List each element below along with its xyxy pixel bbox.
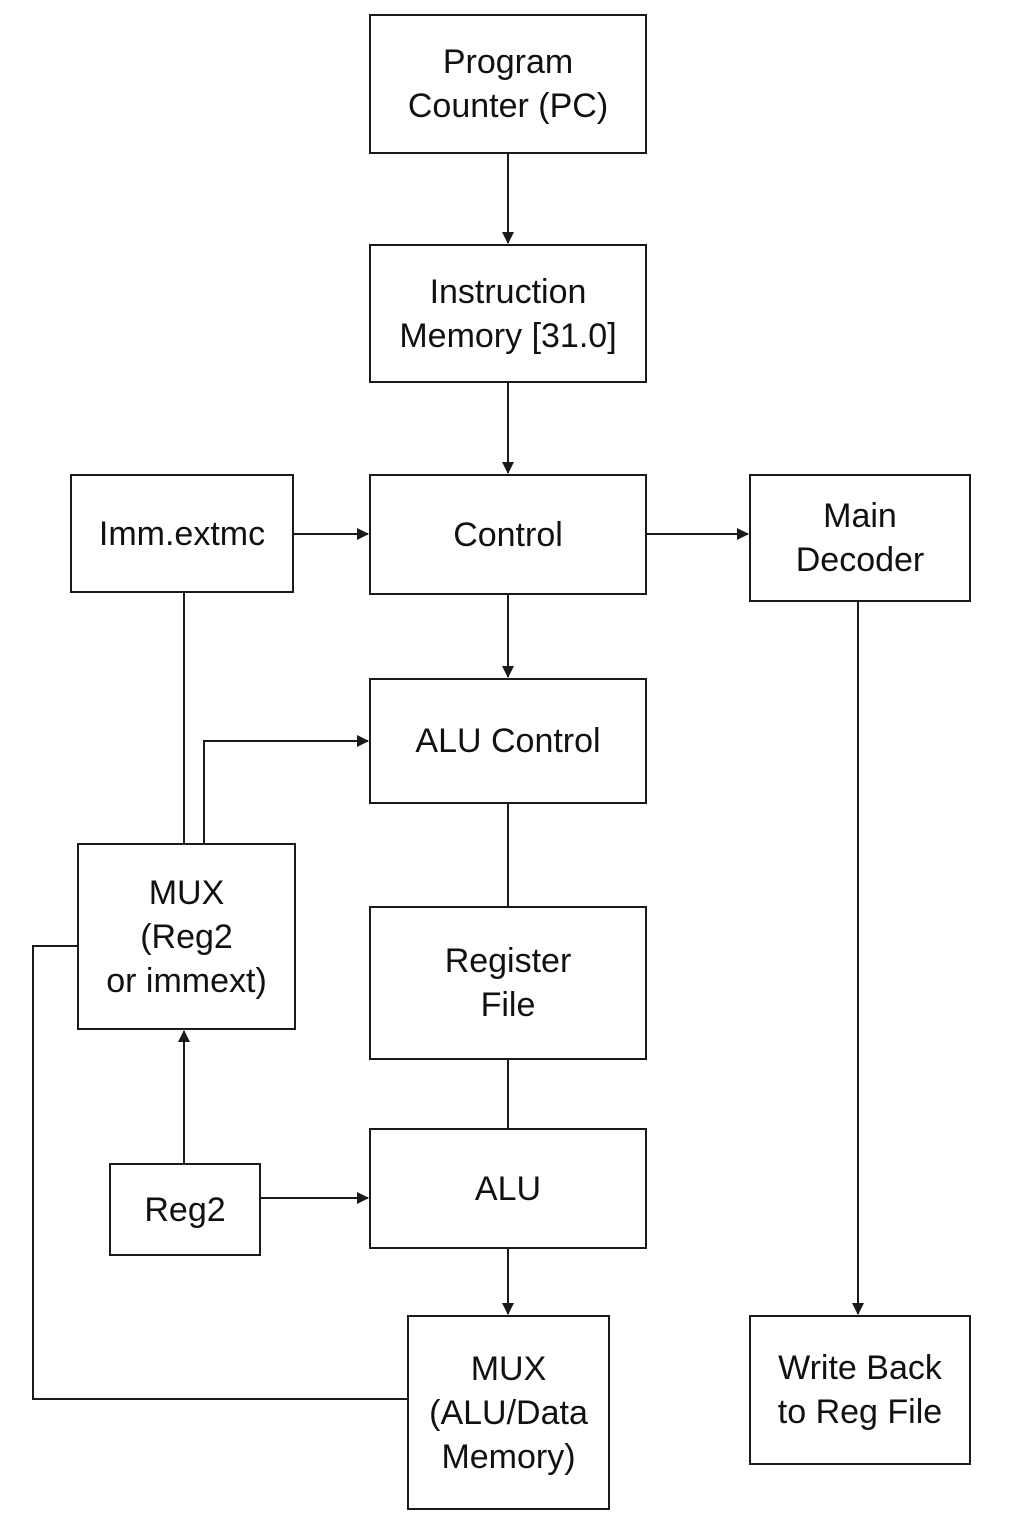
instruction-memory-label-line-2: Memory [31.0] [399, 316, 617, 355]
register-file-block: Register File [369, 906, 647, 1060]
program-counter-label-line-2: Counter (PC) [407, 87, 609, 125]
main-decoder-label-line-2: Decoder [795, 541, 925, 579]
instruction-memory-label-line-1: Instruction [429, 272, 587, 311]
arrow-mux-to-alu-control [203, 735, 369, 843]
mux-alu-data-memory-block: MUX (ALU/Data Memory) [407, 1315, 610, 1510]
write-back-label-line-1: Write Back [778, 1349, 942, 1387]
mux-alu-data-memory-label-line-2: (ALU/Data [429, 1393, 588, 1432]
mux-alu-data-memory-label-line-3: Memory) [441, 1437, 576, 1476]
main-decoder-label-line-1: Main [823, 497, 897, 535]
mux-alu-data-memory-label-line-1: MUX [470, 1349, 547, 1388]
alu-block: ALU [369, 1128, 647, 1249]
control-label: Control [453, 515, 563, 554]
register-file-label-line-1: Register [444, 942, 572, 980]
mux-reg2-immext-block: MUX (Reg2 or immext) [77, 843, 296, 1030]
register-file-label-line-2: File [480, 986, 536, 1024]
mux-reg2-immext-label-line-2: (Reg2 [140, 917, 233, 956]
mux-reg2-immext-label-line-3: or immext) [106, 961, 267, 1000]
imm-ext-block: Imm.extmc [70, 474, 294, 593]
program-counter-block: Program Counter (PC) [369, 14, 647, 154]
alu-control-block: ALU Control [369, 678, 647, 804]
alu-label: ALU [474, 1169, 542, 1208]
program-counter-label-line-1: Program [442, 43, 574, 81]
imm-ext-label: Imm.extmc [98, 514, 266, 553]
reg2-label: Reg2 [144, 1190, 226, 1229]
reg2-block: Reg2 [109, 1163, 261, 1256]
write-back-label-line-2: to Reg File [777, 1393, 943, 1431]
main-decoder-block: Main Decoder [749, 474, 971, 602]
alu-control-label: ALU Control [415, 722, 601, 760]
instruction-memory-block: Instruction Memory [31.0] [369, 244, 647, 383]
mux-reg2-immext-label-line-1: MUX [148, 873, 225, 912]
write-back-block: Write Back to Reg File [749, 1315, 971, 1465]
control-block: Control [369, 474, 647, 595]
wire-mux-feedback-loop [32, 945, 407, 1400]
